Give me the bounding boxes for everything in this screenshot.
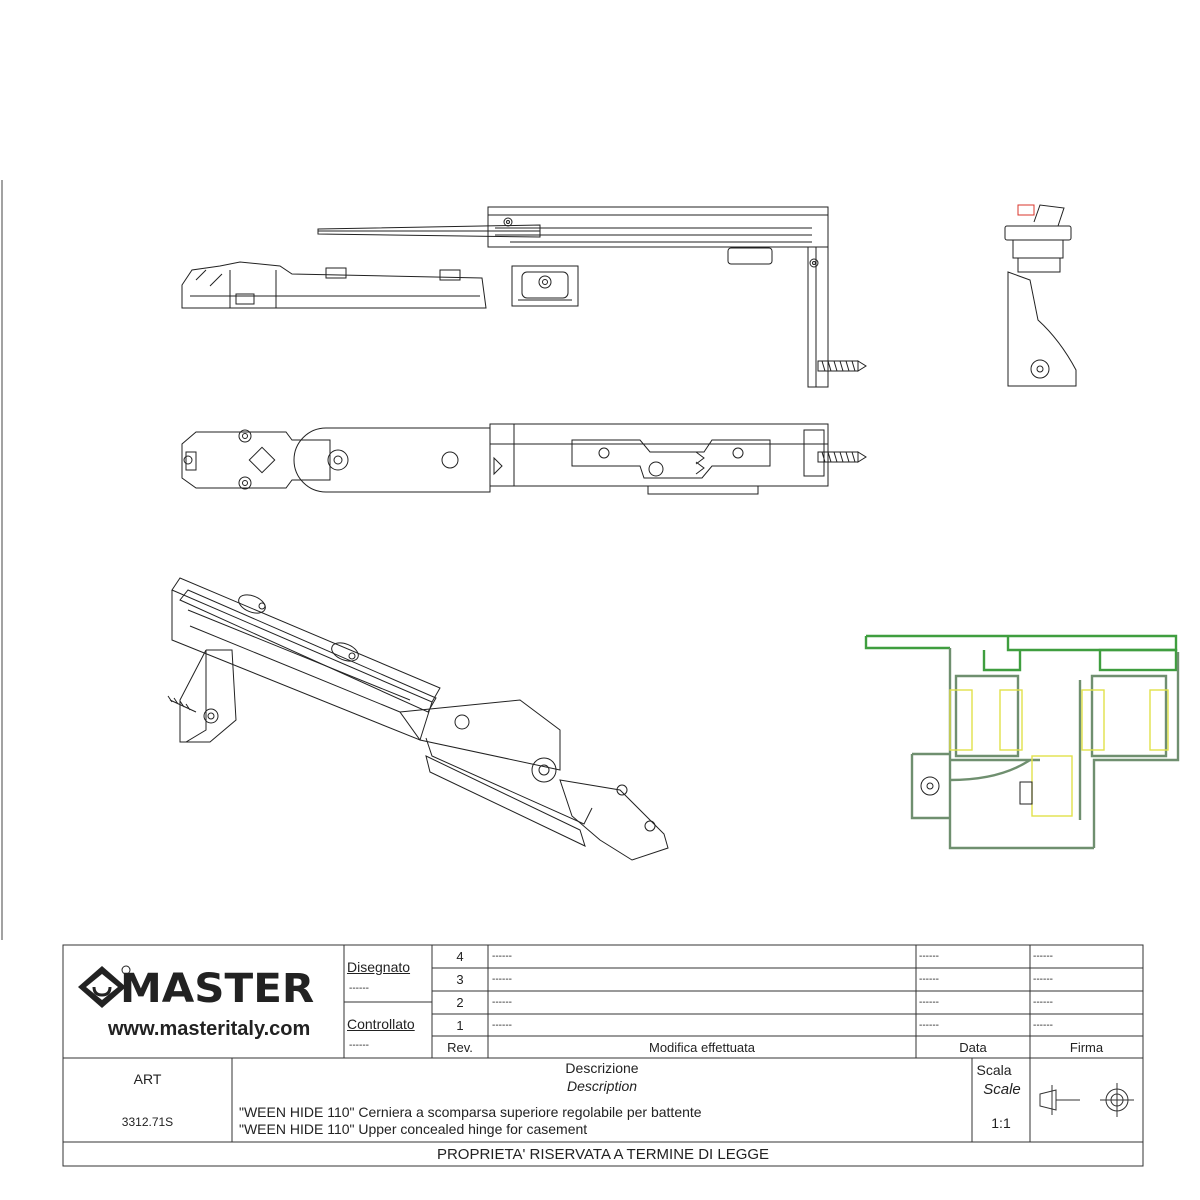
logo-brand: MASTER xyxy=(120,966,315,1012)
master-logo-icon xyxy=(78,965,131,1008)
end-view xyxy=(1004,204,1077,387)
rev-header: Rev. xyxy=(447,1039,473,1055)
rev-modification: ------ xyxy=(492,997,512,1008)
designed-label: Disegnato xyxy=(347,959,411,975)
modification-header: Modifica effettuata xyxy=(649,1039,755,1055)
plan-view xyxy=(181,423,867,495)
rev-number: 2 xyxy=(456,995,464,1010)
designed-value: ------ xyxy=(349,983,369,994)
rev-date: ------ xyxy=(919,1019,939,1031)
scale-label-en: Scale xyxy=(983,1080,1021,1098)
scale-label-it: Scala xyxy=(976,1062,1012,1078)
signature-header: Firma xyxy=(1069,1039,1104,1055)
isometric-view xyxy=(167,577,669,861)
rev-signature: ------ xyxy=(1033,1019,1053,1031)
logo-website: www.masteritaly.com xyxy=(108,1018,311,1040)
description-it: "WEEN HIDE 110" Cerniera a scomparsa sup… xyxy=(239,1104,702,1120)
rev-signature: ------ xyxy=(1033,997,1053,1008)
logo: MASTER xyxy=(74,962,344,1012)
rev-number: 1 xyxy=(456,1017,464,1033)
projection-cone-icon xyxy=(1039,1089,1057,1111)
rev-date: ------ xyxy=(919,951,939,962)
rev-date: ------ xyxy=(919,974,939,985)
rev-modification: ------ xyxy=(492,974,512,985)
red-marker-shape xyxy=(1017,204,1035,216)
section-view xyxy=(864,634,1180,850)
art-label: ART xyxy=(133,1071,162,1087)
date-header: Data xyxy=(959,1039,987,1055)
checked-label: Controllato xyxy=(347,1016,415,1032)
side-elevation-view xyxy=(181,206,867,388)
rev-number: 3 xyxy=(456,972,464,987)
rev-signature: ------ xyxy=(1033,974,1053,985)
footer-notice: PROPRIETA' RISERVATA A TERMINE DI LEGGE xyxy=(436,1145,770,1163)
art-code: 3312.71S xyxy=(121,1115,174,1129)
checked-value: ------ xyxy=(349,1040,369,1051)
description-label-it: Descrizione xyxy=(565,1060,639,1076)
scale-value: 1:1 xyxy=(991,1115,1011,1131)
description-en: "WEEN HIDE 110" Upper concealed hinge fo… xyxy=(239,1121,588,1137)
rev-modification: ------ xyxy=(492,951,512,962)
technical-drawing xyxy=(1,180,1180,940)
rev-number: 4 xyxy=(456,949,464,964)
rev-date: ------ xyxy=(919,997,939,1008)
description-label-en: Description xyxy=(566,1078,638,1094)
rev-signature: ------ xyxy=(1033,951,1053,962)
rev-modification: ------ xyxy=(492,1019,512,1031)
